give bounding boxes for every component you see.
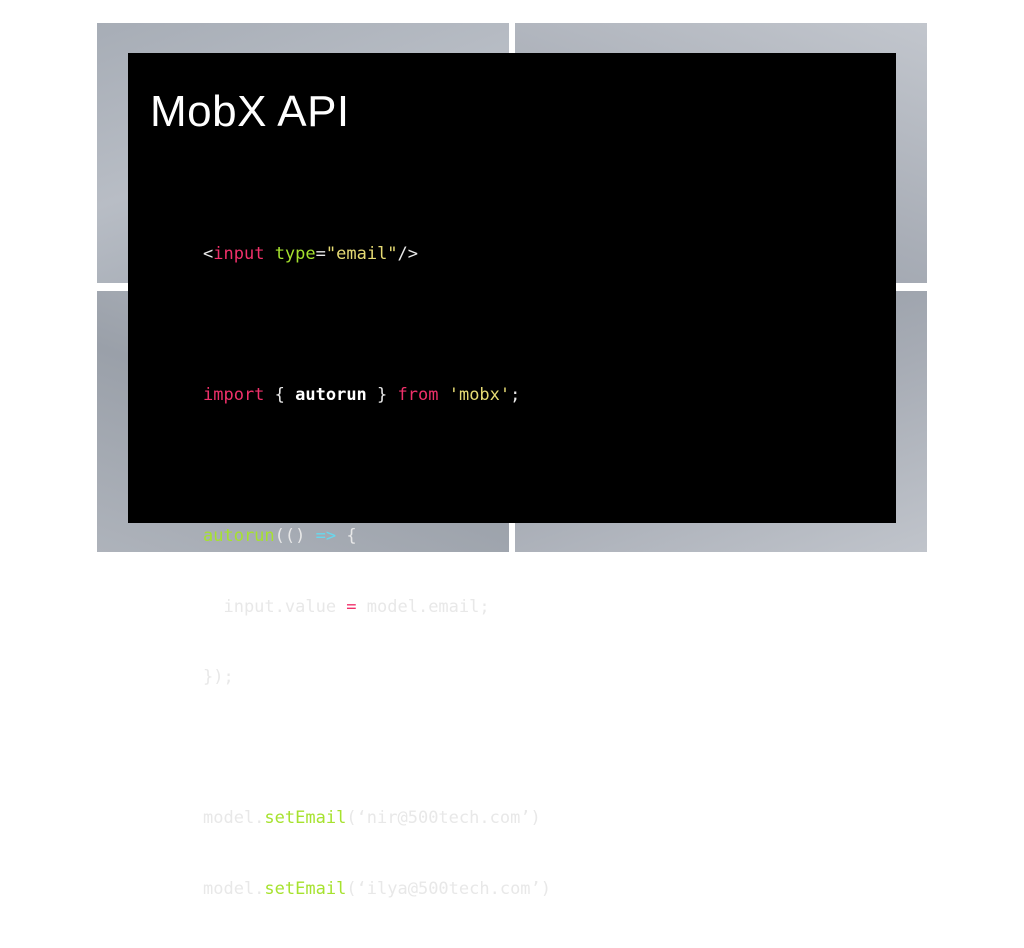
code-token-identifier: autorun xyxy=(295,385,367,405)
code-token-string: "email" xyxy=(325,244,398,264)
code-line-blank xyxy=(203,737,551,761)
code-token: { xyxy=(336,526,357,546)
code-line-9: model.setEmail(‘nir@500tech.com’) xyxy=(203,807,551,831)
code-line-blank xyxy=(203,455,551,479)
code-line-1: <input type="email"/> xyxy=(203,243,551,267)
code-token: model. xyxy=(203,878,265,899)
code-token-keyword: import xyxy=(203,385,265,405)
code-line-blank xyxy=(203,314,551,338)
code-token-tag: input xyxy=(213,244,265,264)
code-token: ; xyxy=(510,385,521,405)
code-token-keyword: from xyxy=(397,385,439,405)
code-token-function: setEmail xyxy=(264,878,347,899)
code-token: < xyxy=(203,244,214,264)
code-token: } xyxy=(366,385,398,405)
code-token-function: setEmail xyxy=(264,808,347,828)
code-line-10: model.setEmail(‘ilya@500tech.com’) xyxy=(203,878,551,902)
code-token: /> xyxy=(397,244,419,264)
code-token-operator: = xyxy=(346,596,357,617)
code-token: (‘nir@500tech.com’) xyxy=(346,808,541,828)
code-token: model. xyxy=(203,808,265,828)
code-token-function: autorun xyxy=(203,526,275,546)
code-token-string: 'mobx' xyxy=(448,385,511,405)
code-token-attribute: type xyxy=(274,244,316,264)
code-token: }); xyxy=(203,667,234,687)
code-token-arrow: => xyxy=(315,526,337,546)
code-token xyxy=(438,385,448,405)
code-token: (‘ilya@500tech.com’) xyxy=(346,878,552,899)
slide-title: MobX API xyxy=(150,87,350,136)
code-token: input.value xyxy=(203,596,347,617)
code-token: model.email; xyxy=(356,596,490,617)
code-token xyxy=(264,244,274,264)
code-line-3: import { autorun } from 'mobx'; xyxy=(203,384,551,408)
code-token: { xyxy=(264,385,296,405)
code-token: (() xyxy=(274,526,316,546)
code-line-5: autorun(() => { xyxy=(203,525,551,549)
code-line-7: }); xyxy=(203,666,551,690)
code-token: = xyxy=(315,244,326,264)
slide: MobX API <input type="email"/> import { … xyxy=(128,53,896,899)
code-block: <input type="email"/> import { autorun }… xyxy=(203,196,551,948)
code-line-6: input.value = model.email; xyxy=(203,596,551,620)
